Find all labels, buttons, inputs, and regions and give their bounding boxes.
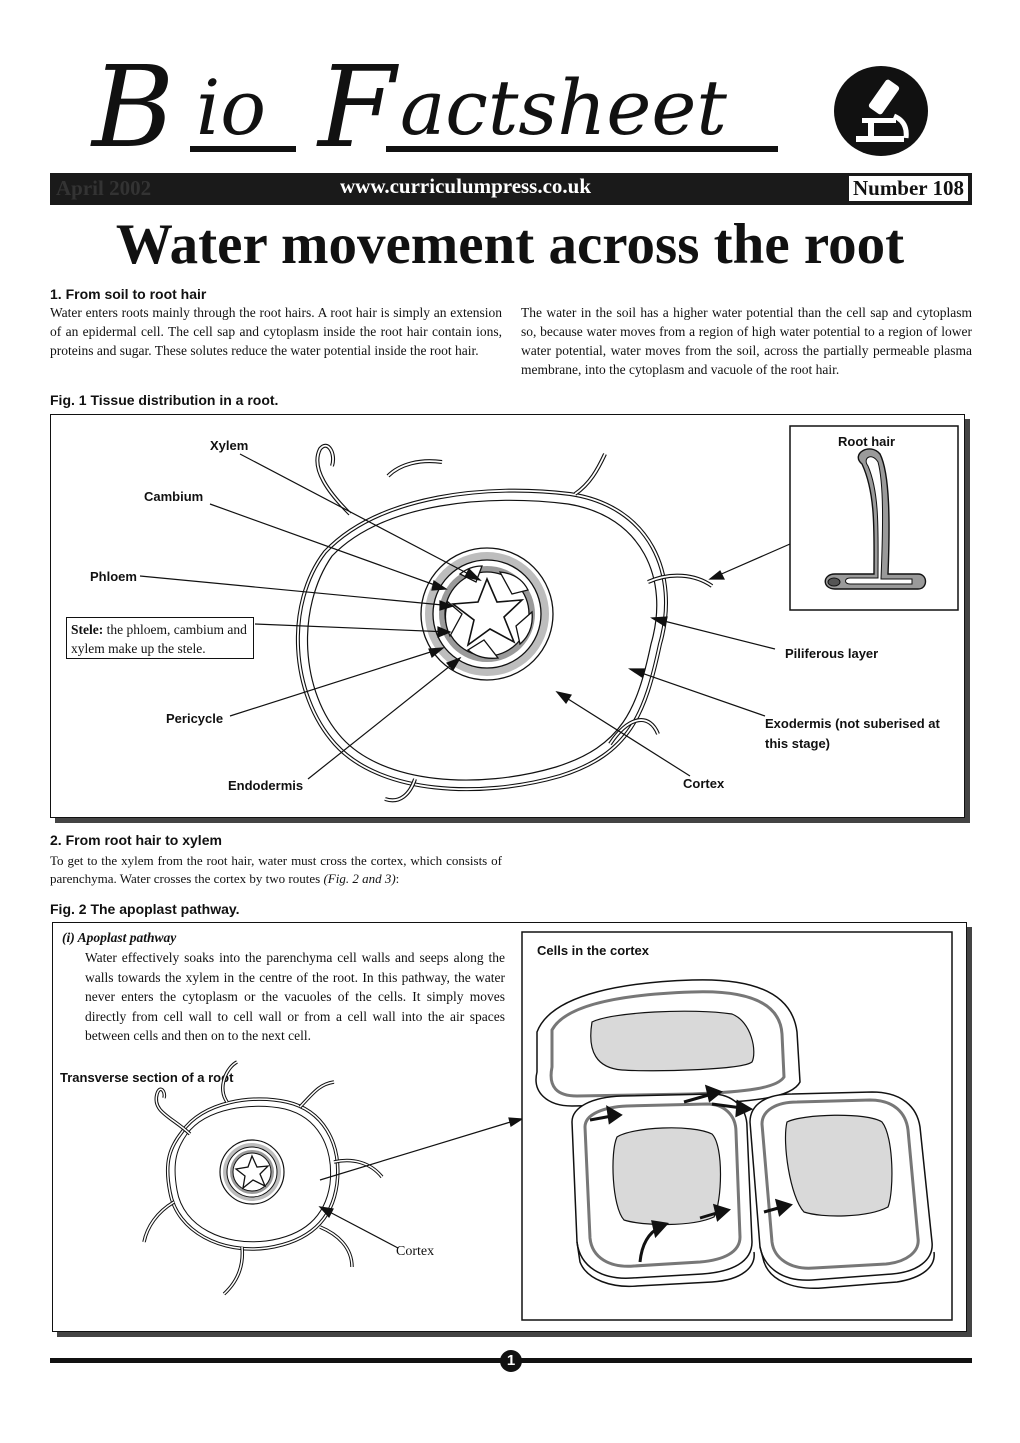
apoplast-item-text: Water effectively soaks into the parench…	[85, 950, 505, 1043]
fig2-caption: Fig. 2 The apoplast pathway.	[50, 901, 240, 917]
section2-text-main: To get to the xylem from the root hair, …	[50, 853, 502, 886]
label-piliferous-layer: Piliferous layer	[785, 646, 879, 661]
section2-heading: 2. From root hair to xylem	[50, 832, 222, 848]
masthead-b: B	[92, 43, 175, 173]
section2-fig-ref: (Fig. 2 and 3)	[323, 871, 396, 886]
masthead-underline	[190, 146, 296, 152]
issue-date: April 2002	[56, 176, 152, 200]
label-endodermis: Endodermis	[228, 778, 304, 793]
section2-text-end: :	[395, 871, 400, 886]
page-title: Water movement across the root	[115, 213, 905, 276]
ts-label: Transverse section of a root	[60, 1070, 234, 1085]
masthead-io: io	[196, 63, 267, 152]
section2-text: To get to the xylem from the root hair, …	[50, 852, 502, 888]
masthead-f: F	[318, 43, 396, 173]
label-cambium: Cambium	[144, 489, 204, 504]
publisher-url[interactable]: www.curriculumpress.co.uk	[340, 174, 592, 198]
page-number: 1	[500, 1350, 522, 1372]
cells-in-cortex-label: Cells in the cortex	[537, 943, 649, 958]
section1-col1: Water enters roots mainly through the ro…	[50, 305, 502, 358]
apoplast-item-label: (i) Apoplast pathway	[62, 930, 177, 945]
label-root-hair: Root hair	[838, 434, 896, 449]
stele-note-term: Stele:	[71, 622, 104, 637]
issue-bar: April 2002 www.curriculumpress.co.uk Num…	[50, 173, 972, 205]
fig1-caption: Fig. 1 Tissue distribution in a root.	[50, 392, 279, 408]
stele-note-text: the phloem, cambium and xylem make up th…	[71, 622, 247, 656]
label-cortex: Cortex	[683, 776, 725, 791]
root-cross-section-diagram	[139, 425, 959, 803]
label-phloem: Phloem	[90, 569, 137, 584]
label-xylem: Xylem	[210, 438, 249, 453]
stele-note: Stele: the phloem, cambium and xylem mak…	[66, 617, 254, 659]
ts-cortex-label: Cortex	[396, 1244, 435, 1259]
section1-col2: The water in the soil has a higher water…	[521, 305, 972, 377]
microscope-icon	[834, 66, 928, 156]
section1-heading: 1. From soil to root hair	[50, 286, 207, 302]
apoplast-diagram	[142, 931, 953, 1321]
masthead-underline	[386, 146, 778, 152]
masthead-actsheet: actsheet	[400, 63, 727, 152]
label-exodermis: Exodermis (not suberised at this stage)	[765, 716, 940, 751]
label-pericycle: Pericycle	[166, 711, 224, 726]
issue-number: Number 108	[848, 176, 968, 201]
